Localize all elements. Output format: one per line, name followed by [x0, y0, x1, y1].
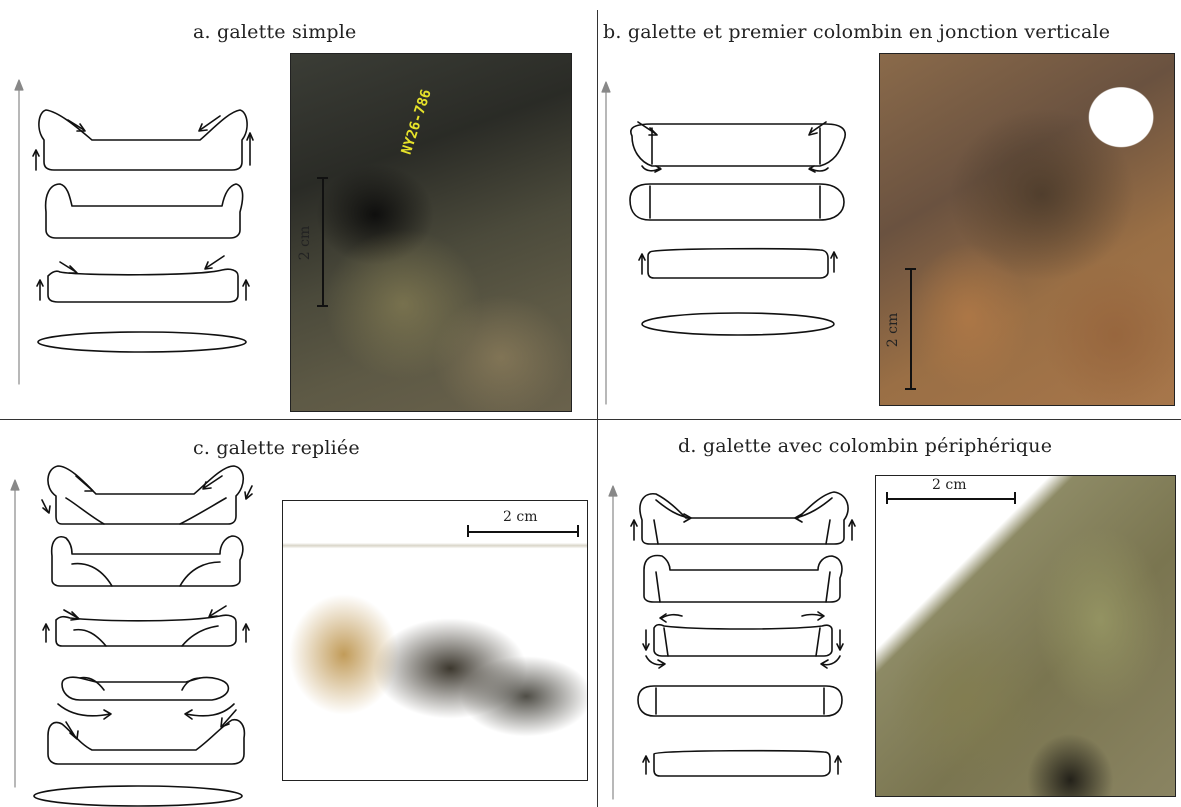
- sherd-photo-a: NY26-786: [290, 53, 572, 412]
- stage-shape: [42, 466, 252, 524]
- scale-bar-c: 2 cm: [467, 515, 579, 541]
- progression-arrow: [602, 82, 610, 404]
- scale-label-c: 2 cm: [503, 509, 537, 525]
- panel-a: a. galette simple: [0, 0, 597, 419]
- stage-shape: [37, 256, 249, 302]
- stage-shape: [58, 677, 234, 719]
- panel-d: d. galette avec colombin périphérique: [598, 420, 1181, 807]
- stage-shape: [48, 710, 244, 764]
- stage-shape: [631, 492, 855, 544]
- stage-shape: [43, 606, 249, 646]
- panel-c: c. galette repliée: [0, 420, 597, 807]
- sherd-photo-d: [875, 475, 1176, 797]
- stage-shape: [631, 122, 845, 172]
- scale-label-a: 2 cm: [297, 226, 313, 260]
- scale-label-b: 2 cm: [885, 313, 901, 347]
- stage-shape: [34, 786, 242, 806]
- stage-shape: [38, 332, 246, 352]
- progression-arrow: [15, 80, 23, 384]
- scale-bar-d: 2 cm: [886, 482, 1016, 508]
- stage-shape: [46, 184, 243, 238]
- progression-arrow: [11, 480, 19, 787]
- panel-b: b. galette et premier colombin en joncti…: [598, 0, 1181, 419]
- stage-shape: [643, 751, 841, 776]
- stage-shape: [639, 249, 837, 278]
- panel-a-sequence-diagram: [0, 0, 290, 419]
- scale-bar-a: 2 cm: [302, 177, 328, 307]
- stage-shape: [630, 184, 844, 220]
- progression-arrow: [609, 486, 617, 799]
- panel-b-sequence-diagram: [598, 0, 878, 419]
- inventory-inscription: NY26-786: [399, 87, 435, 156]
- sherd-photo-b: [879, 53, 1175, 406]
- stage-shape: [644, 556, 842, 602]
- sherd-photo-c: [282, 500, 588, 781]
- stage-shape: [642, 313, 834, 335]
- stage-shape: [643, 612, 843, 668]
- panel-c-sequence-diagram: [0, 420, 280, 807]
- panel-d-sequence-diagram: [598, 420, 868, 807]
- stage-shape: [52, 536, 243, 586]
- stage-shape: [33, 110, 253, 170]
- scale-label-d: 2 cm: [932, 477, 966, 493]
- scale-bar-b: 2 cm: [890, 268, 916, 390]
- stage-shape: [638, 686, 842, 716]
